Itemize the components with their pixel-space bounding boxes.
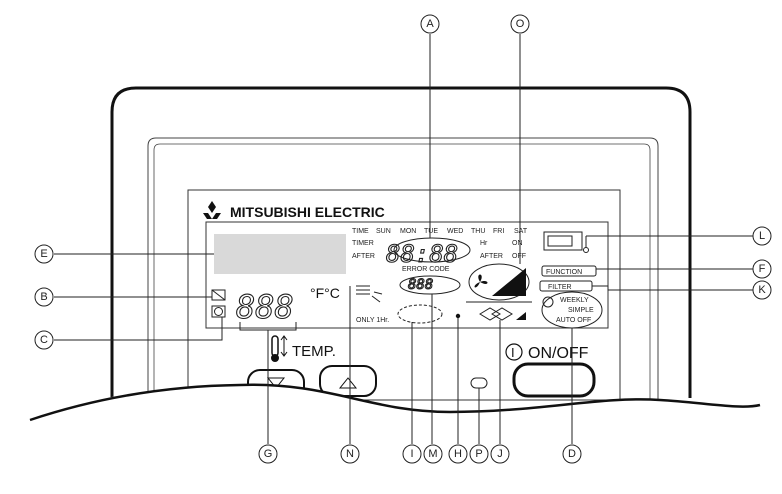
- room-temp-icon: [543, 231, 583, 251]
- callout-P: P: [469, 444, 489, 464]
- callout-E: E: [34, 244, 54, 264]
- operation-mode-icon: [211, 289, 226, 301]
- svg-text:K: K: [758, 284, 766, 296]
- svg-text:G: G: [264, 448, 273, 460]
- after-off-after: AFTER: [480, 253, 503, 260]
- svg-text:H: H: [454, 448, 462, 460]
- callout-D: D: [562, 444, 582, 464]
- svg-text:P: P: [475, 448, 482, 460]
- callout-M: M: [423, 444, 443, 464]
- callout-L: L: [752, 226, 772, 246]
- clock-icon: [542, 296, 554, 308]
- fan-icon: [474, 274, 488, 288]
- svg-text:L: L: [759, 230, 765, 242]
- brand-name: MITSUBISHI ELECTRIC: [230, 204, 385, 220]
- timer-label: TIMER: [352, 240, 374, 247]
- thermometer-icon: [271, 335, 288, 362]
- vane-icon: [356, 285, 383, 303]
- svg-text:D: D: [568, 448, 576, 460]
- cutaway-wave: [0, 384, 782, 494]
- error-code-label: ERROR CODE: [402, 266, 450, 273]
- svg-text:I: I: [511, 345, 515, 360]
- filter-label: FILTER: [548, 284, 572, 291]
- svg-text:SUN: SUN: [376, 228, 391, 235]
- svg-text:FRI: FRI: [493, 228, 504, 235]
- svg-text:TIME: TIME: [352, 228, 369, 235]
- hr-label: Hr: [480, 240, 488, 247]
- temperature-digits: 888: [236, 288, 294, 326]
- on-off-label-group: I ON/OFF: [505, 343, 589, 362]
- callout-B: B: [34, 287, 54, 307]
- temp-label: TEMP.: [292, 343, 336, 360]
- svg-text:I: I: [410, 448, 413, 460]
- callout-O: O: [510, 14, 530, 34]
- lcd-display: TIME SUN MON TUE WED THU FRI SAT TIMER A…: [205, 221, 609, 331]
- svg-text:F: F: [759, 263, 766, 275]
- svg-text:J: J: [497, 448, 503, 460]
- sensor-indicator: [455, 313, 461, 319]
- svg-text:O: O: [516, 18, 525, 30]
- louver-display: [466, 301, 532, 321]
- temperature-units: °F°C: [310, 285, 340, 301]
- after-off-off: OFF: [512, 253, 526, 260]
- after-label: AFTER: [352, 253, 375, 260]
- callout-F: F: [752, 259, 772, 279]
- svg-text:SAT: SAT: [514, 228, 528, 235]
- fan-speed-display: [468, 263, 530, 301]
- svg-text:C: C: [40, 334, 48, 346]
- svg-text:E: E: [40, 248, 47, 260]
- callout-C: C: [34, 330, 54, 350]
- callout-H: H: [448, 444, 468, 464]
- operation-lamp: [470, 377, 488, 389]
- day-labels: TIME SUN MON TUE WED THU FRI SAT: [352, 228, 528, 235]
- callout-K: K: [752, 280, 772, 300]
- auto-off-label: AUTO OFF: [556, 317, 591, 324]
- three-diamonds-icon: [203, 201, 221, 219]
- svg-text:B: B: [40, 291, 47, 303]
- fan-level-bar: [492, 268, 526, 296]
- callout-J: J: [490, 444, 510, 464]
- clock-digits: 88:88: [386, 240, 458, 268]
- callout-I: I: [402, 444, 422, 464]
- svg-text:N: N: [346, 448, 354, 460]
- up-arrow-icon: [338, 377, 358, 389]
- callout-A: A: [420, 14, 440, 34]
- on-off-label: ON/OFF: [528, 345, 589, 362]
- mitsubishi-logo: MITSUBISHI ELECTRIC: [203, 201, 385, 220]
- function-label: FUNCTION: [546, 269, 582, 276]
- svg-text:MON: MON: [400, 228, 416, 235]
- svg-text:A: A: [426, 18, 434, 30]
- only-1hr-label: ONLY 1Hr.: [356, 317, 389, 324]
- callout-N: N: [340, 444, 360, 464]
- down-arrow-icon: [266, 377, 286, 389]
- on-off-button[interactable]: [512, 362, 596, 398]
- svg-text:M: M: [428, 448, 437, 460]
- error-digits: 888: [408, 277, 433, 293]
- svg-text:TUE: TUE: [424, 228, 438, 235]
- simple-label: SIMPLE: [568, 307, 594, 314]
- temp-up-button[interactable]: [319, 365, 377, 397]
- message-area: [214, 234, 346, 274]
- svg-text:THU: THU: [471, 228, 485, 235]
- callout-G: G: [258, 444, 278, 464]
- leader-lines: [54, 34, 754, 444]
- timer-icon: [211, 305, 226, 318]
- weekly-label: WEEKLY: [560, 297, 589, 304]
- on-label: ON: [512, 240, 523, 247]
- svg-text:WED: WED: [447, 228, 463, 235]
